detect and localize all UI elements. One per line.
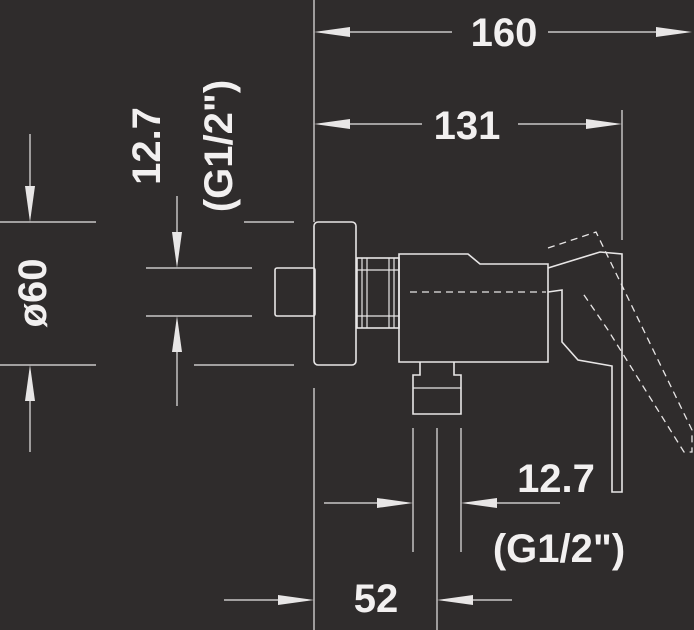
dimension-outlet-thread: 12.7 (G1/2"): [324, 457, 625, 571]
dimension-label-outlet-size: 12.7: [517, 457, 595, 501]
dimension-label-inlet-size: 12.7: [125, 107, 169, 185]
arrow-52-right: [437, 595, 473, 605]
dimension-label-outlet-spec: (G1/2"): [493, 527, 625, 571]
arrow-131-left: [314, 119, 350, 129]
dimension-diameter-60: ø60: [11, 134, 55, 452]
arrow-inlet-bottom: [172, 316, 182, 352]
arrow-diameter-bottom: [25, 365, 35, 401]
dimension-52: 52: [224, 577, 512, 621]
outlet-connector: [412, 362, 462, 415]
arrow-inlet-top: [172, 232, 182, 268]
arrow-52-left: [278, 595, 314, 605]
lever-handle-open-position: [547, 231, 693, 453]
dimension-inlet-thread: 12.7 (G1/2"): [125, 80, 241, 406]
wall-rosette: [313, 221, 357, 366]
dimension-label-131: 131: [434, 104, 501, 148]
thread-nut: [356, 257, 400, 329]
extension-lines: [0, 0, 623, 630]
dimension-label-inlet-spec: (G1/2"): [197, 80, 241, 212]
dimension-label-diameter-60: ø60: [11, 259, 55, 328]
dimension-160: 160: [314, 11, 692, 55]
arrow-outlet-right: [461, 498, 497, 508]
arrow-160-right: [656, 27, 692, 37]
valve-body: [398, 253, 549, 363]
arrow-outlet-left: [377, 498, 413, 508]
dimension-label-52: 52: [354, 577, 399, 621]
arrow-160-left: [314, 27, 350, 37]
lever-handle: [547, 251, 623, 493]
shower-mixer-outline: [274, 221, 693, 493]
dimension-131: 131: [314, 104, 622, 148]
dimension-label-160: 160: [471, 11, 538, 55]
inlet-pipe: [274, 267, 316, 317]
arrow-diameter-top: [25, 186, 35, 222]
arrow-131-right: [586, 119, 622, 129]
